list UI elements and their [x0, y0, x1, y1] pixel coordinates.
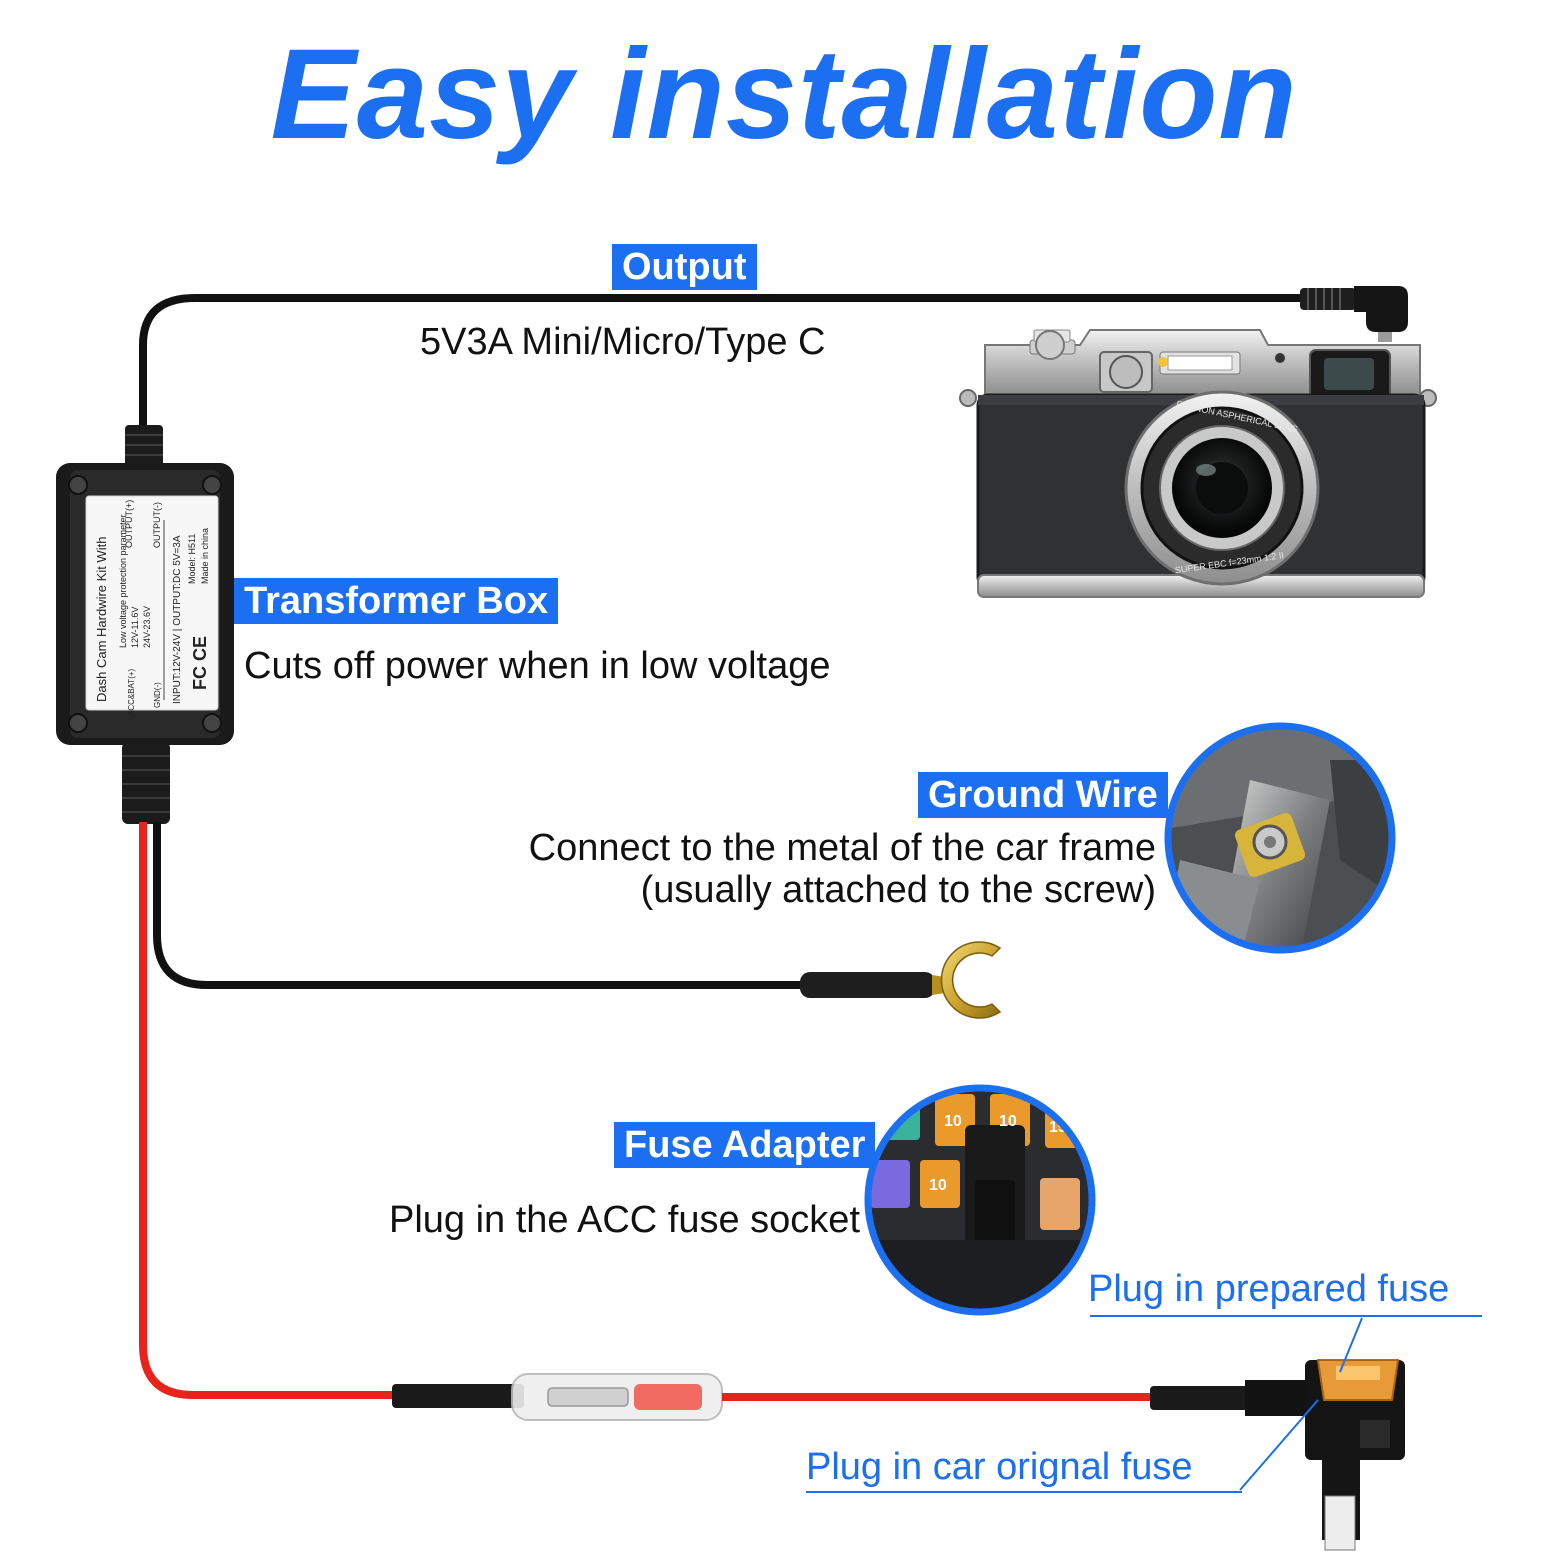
output-description: 5V3A Mini/Micro/Type C — [420, 321, 826, 363]
box-label-out-minus: OUTPUT(-) — [152, 502, 162, 548]
box-top-strain-relief — [125, 425, 163, 467]
acc-power-wire — [139, 822, 400, 1399]
fuse-adapter-tag: Fuse Adapter — [614, 1122, 876, 1168]
box-label-title: Dash Cam Hardwire Kit With — [94, 537, 109, 702]
ground-wire-description-line1: Connect to the metal of the car frame — [528, 827, 1156, 869]
box-label-acc: ACC&BAT(+) — [127, 668, 136, 716]
prepared-fuse-note: Plug in prepared fuse — [1088, 1268, 1450, 1310]
fuse-3-label: 10 — [929, 1177, 947, 1194]
box-label-12v: 12V-11.6V — [130, 607, 140, 648]
box-label-24v: 24V-23.6V — [142, 606, 152, 648]
inline-fuse-holder — [511, 1373, 723, 1421]
transformer-box-image: Dash Cam Hardwire Kit With Low voltage p… — [56, 463, 234, 745]
box-label-certs: FC CE — [190, 636, 210, 690]
box-label-params: Low voltage protection parameter — [118, 514, 128, 648]
ground-ring-terminal — [800, 941, 1002, 1019]
transformer-box-tag: Transformer Box — [234, 578, 559, 624]
box-label-gnd: GND(-) — [153, 682, 162, 708]
prepared-fuse-leader — [1339, 1317, 1363, 1373]
usb-connector — [1300, 286, 1408, 342]
ground-closeup-photo — [1164, 722, 1396, 954]
ground-wire — [153, 822, 810, 989]
box-label-input-output: INPUT:12V-24V | OUTPUT:DC 5V=3A — [172, 535, 183, 704]
fuse-closeup-photo: 10 10 10 15 — [864, 1084, 1096, 1316]
output-wire — [139, 294, 1305, 425]
fuse-tap-image — [1305, 1359, 1405, 1551]
ground-wire-description-line2: (usually attached to the screw) — [640, 869, 1156, 911]
page-title: Easy installation — [270, 23, 1298, 166]
ground-wire-tag: Ground Wire — [918, 772, 1168, 818]
original-fuse-note: Plug in car orignal fuse — [806, 1446, 1193, 1488]
box-label-origin: Made in china — [200, 528, 210, 584]
box-bottom-strain-relief — [122, 742, 170, 824]
fuse-2-label: 10 — [999, 1113, 1017, 1130]
fuse-1-label: 10 — [944, 1113, 962, 1130]
box-label-out-plus: OUTPUT(+) — [124, 500, 134, 548]
fuse-adapter-description: Plug in the ACC fuse socket — [388, 1199, 860, 1241]
original-fuse-leader — [1239, 1399, 1319, 1491]
output-tag: Output — [612, 244, 757, 290]
box-label-model: Model: H511 — [187, 534, 197, 584]
camera-image: FUJINON ASPHERICAL LENS SUPER EBC f=23mm… — [959, 329, 1437, 598]
transformer-box-description: Cuts off power when in low voltage — [244, 645, 831, 687]
